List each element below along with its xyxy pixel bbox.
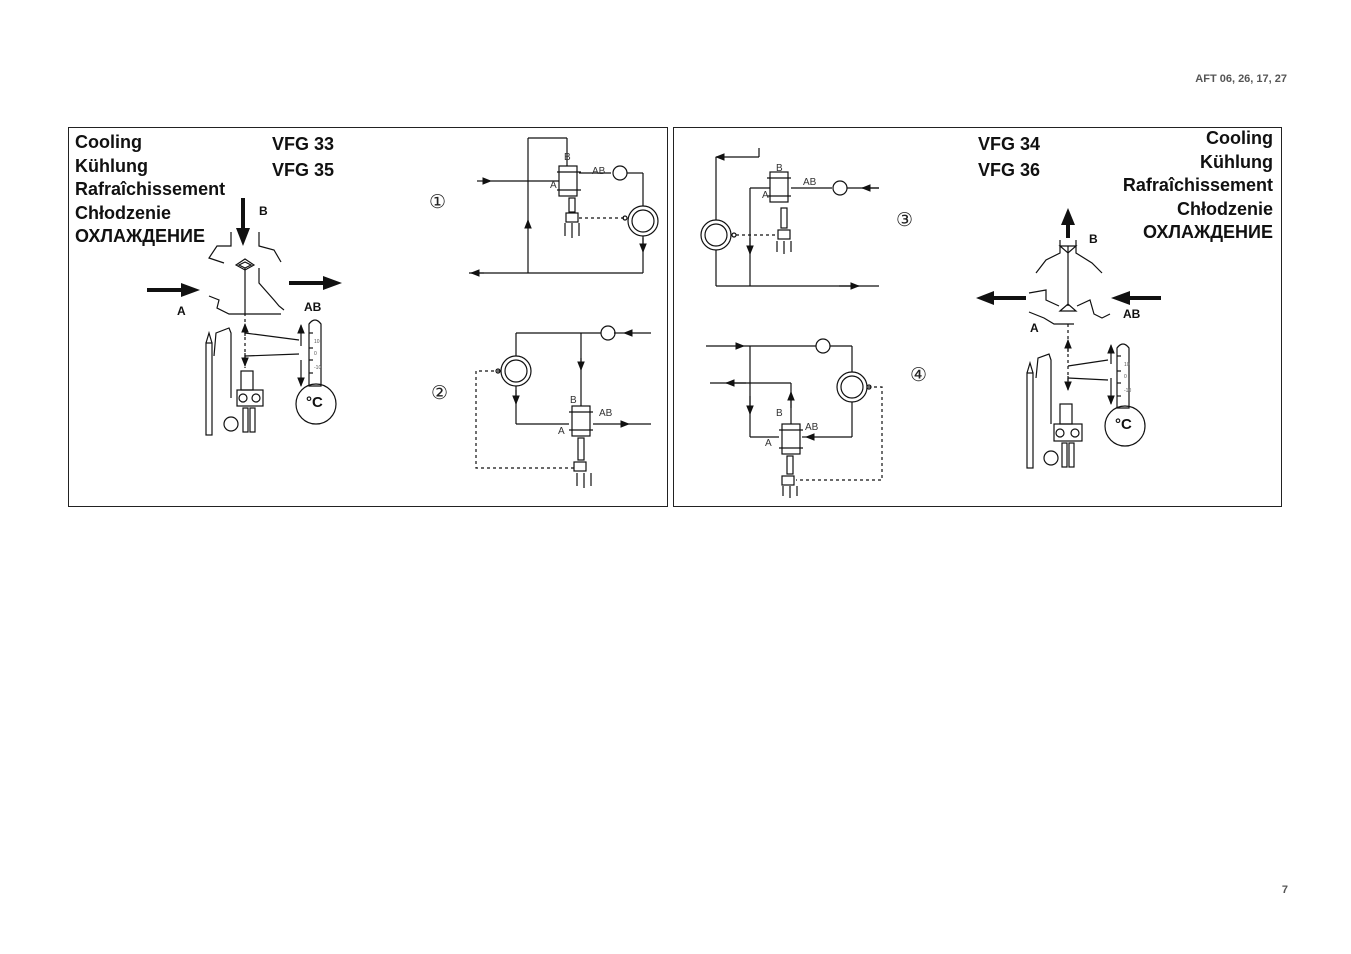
port-label-ab: AB — [304, 300, 322, 314]
temperature-sensor-drawing — [1026, 353, 1083, 469]
left-panel-vfg33-35: Cooling Kühlung Rafraîchissement Chłodze… — [68, 127, 668, 507]
scheme-3-port-b: B — [776, 163, 783, 174]
left-model-block: VFG 33 VFG 35 — [272, 131, 334, 183]
scheme-4-drawing — [706, 338, 883, 498]
flow-arrow-b — [236, 198, 250, 246]
temperature-sensor-drawing — [205, 327, 264, 436]
model-vfg34: VFG 34 — [978, 134, 1041, 154]
control-arrows — [1064, 339, 1115, 405]
scheme-4-port-ab: AB — [805, 422, 819, 433]
scheme-3-port-ab: AB — [803, 177, 817, 188]
scheme-4-port-b: B — [776, 408, 783, 419]
scheme-number-4: ④ — [910, 365, 928, 386]
model-vfg35: VFG 35 — [272, 160, 335, 180]
port-label-b: B — [1089, 232, 1098, 246]
title-cooling-pl: Chłodzenie — [1176, 198, 1273, 219]
model-vfg33: VFG 33 — [272, 134, 335, 154]
flow-arrow-b — [1061, 208, 1075, 238]
model-vfg36: VFG 36 — [978, 160, 1041, 180]
thermometer-drawing — [1104, 343, 1146, 447]
thermometer-unit: °C — [306, 394, 323, 411]
flow-arrow-ab — [1111, 291, 1161, 305]
title-cooling-en: Cooling — [1206, 128, 1273, 148]
scheme-2-port-ab: AB — [599, 408, 613, 419]
right-panel-drawing — [700, 148, 1161, 498]
page-number: 7 — [1281, 884, 1288, 896]
port-label-a: A — [177, 304, 186, 318]
title-cooling-en: Cooling — [75, 132, 142, 152]
control-arrows — [241, 323, 305, 387]
right-title-block: Cooling Kühlung Rafraîchissement Chłodze… — [1123, 127, 1273, 245]
flow-arrow-ab — [289, 276, 342, 290]
left-panel-drawing — [147, 137, 659, 488]
title-cooling-fr: Rafraîchissement — [1122, 175, 1273, 195]
scheme-2-drawing — [475, 325, 651, 488]
title-cooling-ru: ОХЛАЖДЕНИЕ — [1143, 222, 1273, 242]
scheme-number-2: ② — [431, 383, 449, 404]
flow-arrow-a — [976, 291, 1026, 305]
scheme-1-drawing — [469, 137, 659, 277]
title-cooling-pl: Chłodzenie — [75, 202, 172, 223]
scheme-1-port-ab: AB — [592, 166, 606, 177]
scheme-3-drawing — [700, 148, 879, 290]
scheme-1-port-b: B — [564, 152, 571, 163]
left-title-block: Cooling Kühlung Rafraîchissement Chłodze… — [75, 131, 225, 249]
title-cooling-ru: ОХЛАЖДЕНИЕ — [75, 226, 205, 246]
port-label-b: B — [259, 204, 268, 218]
scheme-number-3: ③ — [896, 210, 914, 231]
port-label-a: A — [1030, 321, 1039, 335]
scheme-2-port-b: B — [570, 395, 577, 406]
title-cooling-de: Kühlung — [1200, 151, 1273, 172]
thermometer-drawing — [295, 319, 337, 425]
right-panel-vfg34-36: Cooling Kühlung Rafraîchissement Chłodze… — [673, 127, 1282, 507]
scheme-2-port-a: A — [558, 426, 565, 437]
port-label-ab: AB — [1123, 307, 1141, 321]
valve-section-drawing — [1028, 240, 1111, 388]
thermometer-tick: -10 — [314, 365, 322, 371]
thermometer-tick: 0 — [1124, 374, 1127, 380]
scheme-1-port-a: A — [550, 180, 557, 191]
right-model-block: VFG 34 VFG 36 — [978, 131, 1040, 183]
scheme-number-1: ① — [429, 192, 447, 213]
thermometer-unit: °C — [1115, 416, 1132, 433]
thermometer-tick: 0 — [314, 351, 317, 357]
scheme-3-port-a: A — [762, 190, 769, 201]
thermometer-tick: 10 — [314, 339, 320, 345]
thermometer-tick: -10 — [1124, 388, 1132, 394]
title-cooling-de: Kühlung — [75, 155, 148, 176]
thermometer-tick: 10 — [1124, 362, 1130, 368]
flow-arrow-a — [147, 283, 200, 297]
document-code: AFT 06, 26, 17, 27 — [1195, 73, 1287, 85]
title-cooling-fr: Rafraîchissement — [75, 179, 226, 199]
scheme-4-port-a: A — [765, 438, 772, 449]
valve-section-drawing — [208, 232, 285, 368]
